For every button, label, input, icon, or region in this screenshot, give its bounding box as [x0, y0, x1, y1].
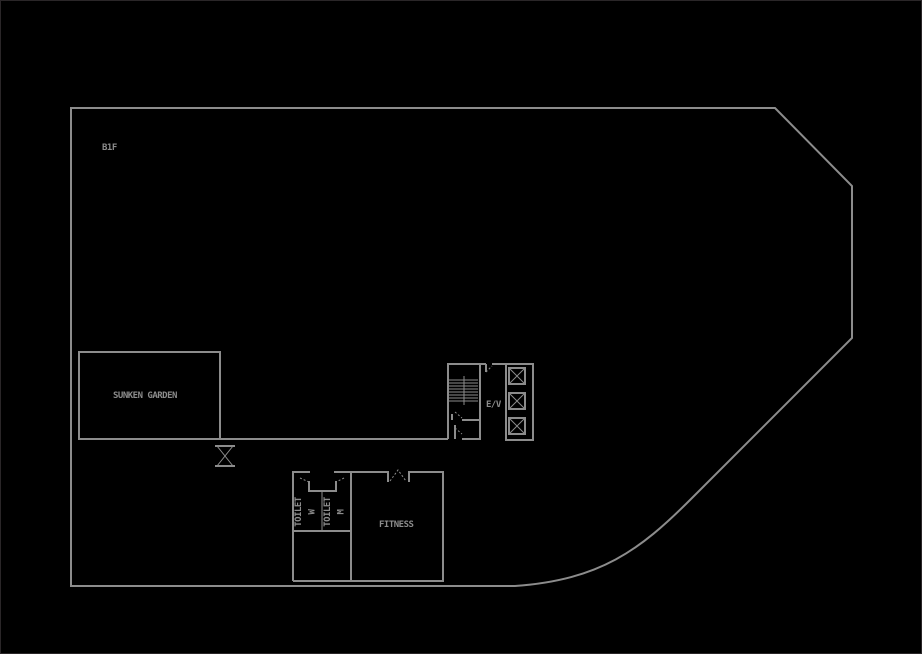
elevator-label: E/V — [486, 400, 501, 410]
floor-level-label: B1F — [102, 143, 117, 153]
stair-core — [447, 363, 506, 440]
fitness-room — [293, 469, 444, 582]
sunken-garden-label: SUNKEN GARDEN — [113, 391, 177, 401]
toilet-women-label: TOILET — [293, 497, 304, 527]
sunken-garden-area — [78, 351, 221, 440]
building-outline — [70, 107, 853, 587]
escalator-symbol — [215, 445, 235, 467]
toilet-men-sub-label: M — [336, 509, 347, 515]
toilet-men-label: TOILET — [322, 497, 333, 527]
toilet-block — [292, 471, 352, 581]
toilet-women-sub-label: W — [307, 509, 318, 515]
fitness-label: FITNESS — [379, 520, 414, 530]
elevator-bank — [505, 363, 534, 441]
